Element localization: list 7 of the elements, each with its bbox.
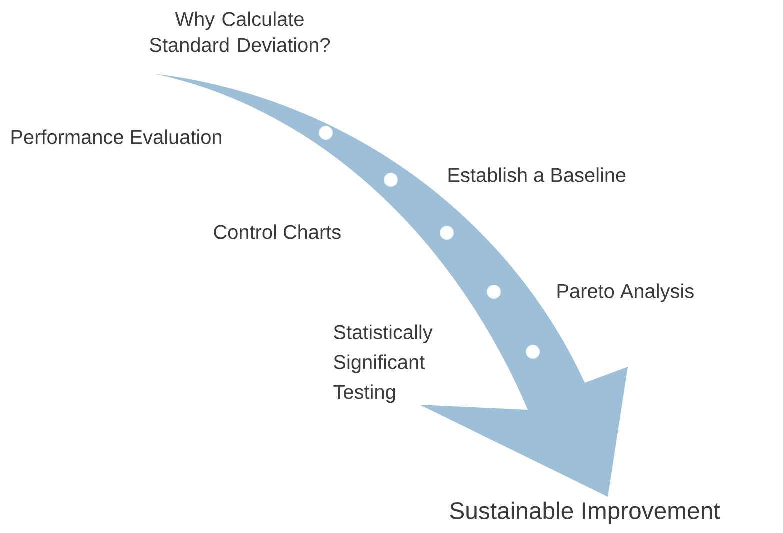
title: Why Calculate Standard Deviation?: [150, 12, 330, 52]
outcome-label: Sustainable Improvement: [450, 502, 720, 524]
step-label: Control Charts: [214, 224, 341, 240]
step-label: Statistically Significant Testing: [334, 324, 433, 404]
step-label: Establish a Baseline: [448, 168, 626, 182]
step-label: Pareto Analysis: [558, 284, 694, 302]
step-label: Performance Evaluation: [12, 130, 222, 144]
